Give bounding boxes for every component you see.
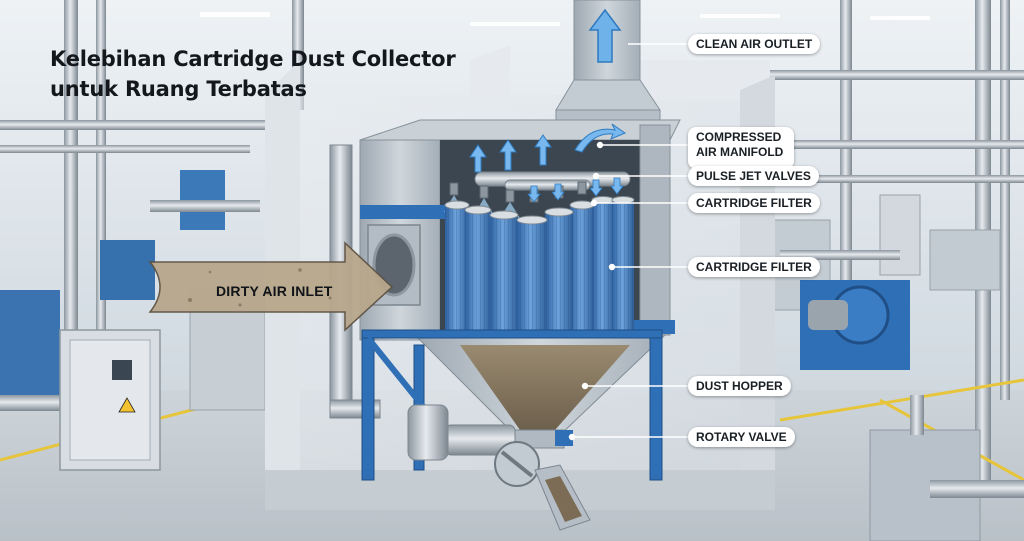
ceiling-lights (200, 12, 930, 26)
pulse-down-arrows (527, 177, 624, 203)
title-line-2: untuk Ruang Terbatas (50, 77, 307, 101)
rotary-valve (444, 424, 573, 487)
internal-airflow-arrows (469, 123, 627, 173)
blower-motor (800, 280, 910, 370)
compressed-air-manifold (474, 171, 631, 191)
overhead-pipes (0, 70, 1024, 183)
label-dirty-air-inlet: DIRTY AIR INLET (216, 283, 333, 299)
right-arrow-icon (148, 241, 394, 332)
control-cabinet (59, 329, 161, 471)
callout-cartridge-filter-top: CARTRIDGE FILTER (688, 193, 820, 213)
callout-compressed-air-manifold: COMPRESSED AIR MANIFOLD (688, 127, 794, 169)
page-title: Kelebihan Cartridge Dust Collector untuk… (50, 44, 456, 104)
title-line-1: Kelebihan Cartridge Dust Collector (50, 47, 456, 71)
up-arrow-icon (588, 8, 622, 63)
right-machinery (769, 194, 1024, 541)
callout-leader-lines (568, 43, 688, 441)
callout-cartridge-filter-mid: CARTRIDGE FILTER (688, 257, 820, 277)
callout-pulse-jet-valves: PULSE JET VALVES (688, 166, 819, 186)
callout-rotary-valve: ROTARY VALVE (688, 427, 795, 447)
discharge-chute (534, 464, 591, 531)
lower-return-pipe (407, 404, 449, 461)
warning-triangle-icon (118, 397, 136, 413)
callout-dust-hopper: DUST HOPPER (688, 376, 791, 396)
callout-clean-air-outlet: CLEAN AIR OUTLET (688, 34, 821, 54)
